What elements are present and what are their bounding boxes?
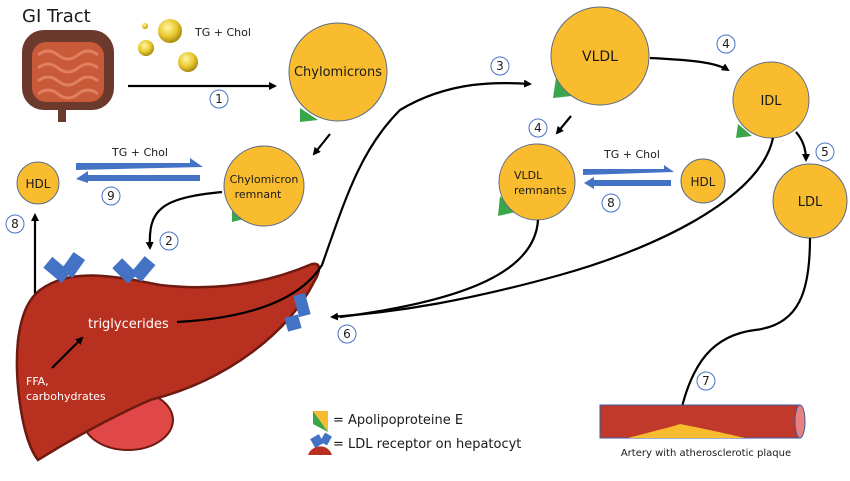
- arrow-ffa-to-tg: [51, 336, 84, 369]
- ldl-receptor-3: [284, 292, 311, 332]
- plaque: [628, 424, 745, 438]
- arrow-step-4-to-remnants: [555, 115, 572, 135]
- hdl-particle-right: [680, 158, 726, 204]
- legend-receptor-text: = LDL receptor on hepatocyt: [333, 437, 521, 452]
- arrow-step-6: [330, 137, 775, 321]
- step-9-badge: [101, 186, 121, 206]
- receptor-legend-icon: [308, 432, 332, 455]
- step-8-badge-right: [601, 193, 621, 213]
- step-7-number: 7: [702, 374, 710, 388]
- ldl-receptor-2: [112, 256, 156, 284]
- step-5-number: 5: [821, 145, 829, 159]
- tg-chol-droplets: [138, 19, 198, 72]
- arrow-chylomicron-to-remnant: [312, 133, 331, 156]
- arrow-step-3: [176, 79, 532, 324]
- step-1-number: 1: [215, 92, 223, 106]
- step-8-number-left: 8: [11, 217, 19, 231]
- exchange-arrow-left-9: [76, 171, 200, 183]
- arrow-step-5: [795, 131, 810, 162]
- step-7-badge: [696, 371, 716, 391]
- intestine-icon: [22, 30, 114, 122]
- step-9-number: 9: [107, 189, 115, 203]
- step-6-number: 6: [343, 327, 351, 341]
- step-2-number: 2: [165, 234, 173, 248]
- step-3-badge: [490, 56, 510, 76]
- idl-particle: [732, 61, 810, 139]
- chylomicron-remnant-label-2: remnant: [235, 188, 282, 201]
- chylomicron-particle: [288, 22, 388, 122]
- arrow-step-7: [675, 237, 812, 427]
- exchange-arrow-left-8: [584, 177, 671, 189]
- vldl-remnants-particle: [498, 143, 576, 221]
- step-2-badge: [159, 231, 179, 251]
- artery-with-plaque: [599, 404, 806, 439]
- vldl-remnants-label-2: remnants: [514, 184, 567, 197]
- ldl-label: LDL: [798, 195, 823, 210]
- exchange-arrow-right-8: [583, 165, 674, 175]
- idl-label: IDL: [760, 94, 782, 109]
- step-8-number-right: 8: [607, 196, 615, 210]
- exchange-arrow-right-9: [76, 158, 203, 170]
- triglycerides-label: triglycerides: [88, 317, 169, 332]
- ldl-receptor-1: [43, 251, 86, 284]
- vldl-label: VLDL: [582, 49, 618, 65]
- step-6-badge: [337, 324, 357, 344]
- step-4-number-remnants: 4: [534, 121, 542, 135]
- apoe-legend-icon: [313, 411, 328, 432]
- ffa-label: FFA,: [26, 375, 49, 388]
- tg-chol-label-right: TG + Chol: [603, 148, 660, 161]
- step-5-badge: [815, 142, 835, 162]
- arrow-remnants-to-liver: [339, 219, 540, 319]
- hdl-left-label: HDL: [26, 177, 51, 191]
- step-3-number: 3: [496, 59, 504, 73]
- step-4-badge-idl: [716, 34, 736, 54]
- arrow-step-4-to-idl: [649, 56, 730, 72]
- step-4-badge-remnants: [528, 118, 548, 138]
- step-4-number-idl: 4: [722, 37, 730, 51]
- gi-tract-title: GI Tract: [22, 6, 91, 27]
- hdl-particle-left: [16, 161, 60, 205]
- legend: = Apolipoproteine E = LDL receptor on he…: [308, 411, 521, 455]
- step-1-badge: [209, 89, 229, 109]
- hdl-right-label: HDL: [691, 175, 716, 189]
- tg-chol-label-top: TG + Chol: [194, 26, 251, 39]
- vldl-particle: [550, 6, 650, 106]
- carbohydrates-label: carbohydrates: [26, 390, 106, 403]
- liver: [15, 262, 321, 462]
- apoe-icon-chylomicron: [300, 108, 318, 122]
- chylomicron-remnant-particle: [223, 145, 305, 227]
- arrow-step-2: [145, 190, 223, 250]
- legend-apoe-text: = Apolipoproteine E: [333, 413, 463, 428]
- artery-caption: Artery with atherosclerotic plaque: [621, 448, 791, 459]
- tg-chol-label-left: TG + Chol: [111, 146, 168, 159]
- chylomicron-label: Chylomicrons: [294, 65, 382, 80]
- step-8-badge-left: [5, 214, 25, 234]
- vldl-remnants-label-1: VLDL: [514, 169, 543, 182]
- chylomicron-remnant-label-1: Chylomicron: [230, 173, 299, 186]
- apoe-icon-idl: [736, 124, 752, 138]
